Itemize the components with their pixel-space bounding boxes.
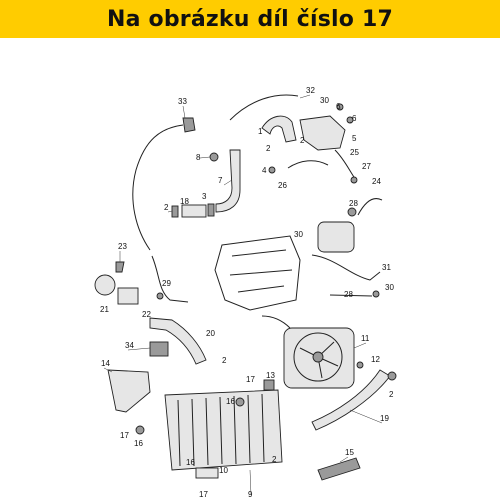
hose-7 [215,149,241,213]
callout-label: 30 [320,96,329,105]
callout-label: 14 [101,359,110,368]
hose-19 [311,369,391,431]
grommet-16 [235,397,245,407]
callout-label: 16 [134,439,143,448]
clamp-2a [171,205,179,218]
callout-label: 30 [385,283,394,292]
callout-label: 16 [186,458,195,467]
callout-label: 32 [306,86,315,95]
engine-detail [229,249,293,293]
filler-neck [117,287,139,305]
title-banner: Na obrázku díl číslo 17 [0,0,500,38]
reservoir-hose-24 [357,198,383,216]
callout-label: 34 [125,341,134,350]
fan-hub [312,351,324,363]
cap-28 [347,207,357,217]
callout-label: 18 [180,197,189,206]
callout-label: 2 [222,356,227,365]
callout-label: 6 [352,114,357,123]
callout-label: 28 [349,199,358,208]
hose-20 [149,317,207,365]
reservoir-tank [317,221,355,253]
overflow-hose [132,124,184,251]
callout-label: 27 [362,162,371,171]
clip-8 [209,152,219,162]
side-cover [107,369,151,413]
callout-label: 24 [372,177,381,186]
callout-label: 30 [294,230,303,239]
page-title: Na obrázku díl číslo 17 [107,6,393,32]
callout-label: 33 [178,97,187,106]
callout-label: 2 [272,455,277,464]
callout-label: 13 [266,371,275,380]
bolt-6b [346,116,354,124]
callout-label: 8 [196,153,201,162]
callout-label: 4 [262,166,267,175]
callout-label: 29 [162,279,171,288]
bracket-10 [195,467,219,479]
callout-label: 20 [206,329,215,338]
callout-label: 21 [100,305,109,314]
callout-label: 19 [380,414,389,423]
callout-labels: 33 32 30 6 6 1 2 2 5 8 25 4 7 26 27 3 2 … [100,86,394,499]
callout-label: 17 [199,490,208,499]
part-13 [263,379,275,391]
callout-label: 28 [344,290,353,299]
hose-28b [329,294,373,297]
callout-label: 17 [120,431,129,440]
radiator-core [164,389,283,471]
clip-27 [350,176,358,184]
clamp-2b [387,371,397,381]
callout-label: 9 [248,490,253,499]
radiator-fins [177,393,265,467]
hose-31 [311,254,381,281]
upper-hose-1 [261,115,297,143]
callout-label: 2 [266,144,271,153]
bolt-12 [356,361,364,369]
callout-label: 5 [352,134,357,143]
callout-label: 10 [219,466,228,475]
callout-label: 7 [218,176,223,185]
part-15 [317,457,361,481]
clip-23 [115,261,125,273]
callout-label: 2 [300,136,305,145]
callout-label: 17 [246,375,255,384]
overflow-hose-lower [151,255,189,303]
engine-block [214,235,301,311]
callout-label: 2 [164,203,169,212]
clip-26 [268,166,276,174]
callout-label: 2 [389,390,394,399]
radiator-cap [94,274,116,296]
hose-4 [287,160,329,169]
upper-hose-32 [229,94,299,121]
callout-label: 11 [361,334,370,343]
callout-label: 3 [202,192,207,201]
fan-blade-lines [299,341,339,379]
callout-label: 22 [142,310,151,319]
fan-blades [293,332,343,382]
bracket-34 [149,341,169,357]
callout-label: 16 [226,397,235,406]
clamp-3 [207,203,215,217]
callout-label: 23 [118,242,127,251]
callout-label: 15 [345,448,354,457]
hose-clamp-33 [182,117,196,133]
pipe-18 [181,204,207,218]
grommet-17 [135,425,145,435]
callout-label: 1 [258,127,263,136]
callout-label: 26 [278,181,287,190]
clip-30c [372,290,380,298]
bolt-29 [156,292,164,300]
thermostat-housing [299,115,346,151]
fan-wire [261,315,291,329]
leader-lines [103,94,383,496]
callout-label: 12 [371,355,380,364]
callout-label: 31 [382,263,391,272]
callout-label: 6 [336,102,341,111]
callout-label: 25 [350,148,359,157]
